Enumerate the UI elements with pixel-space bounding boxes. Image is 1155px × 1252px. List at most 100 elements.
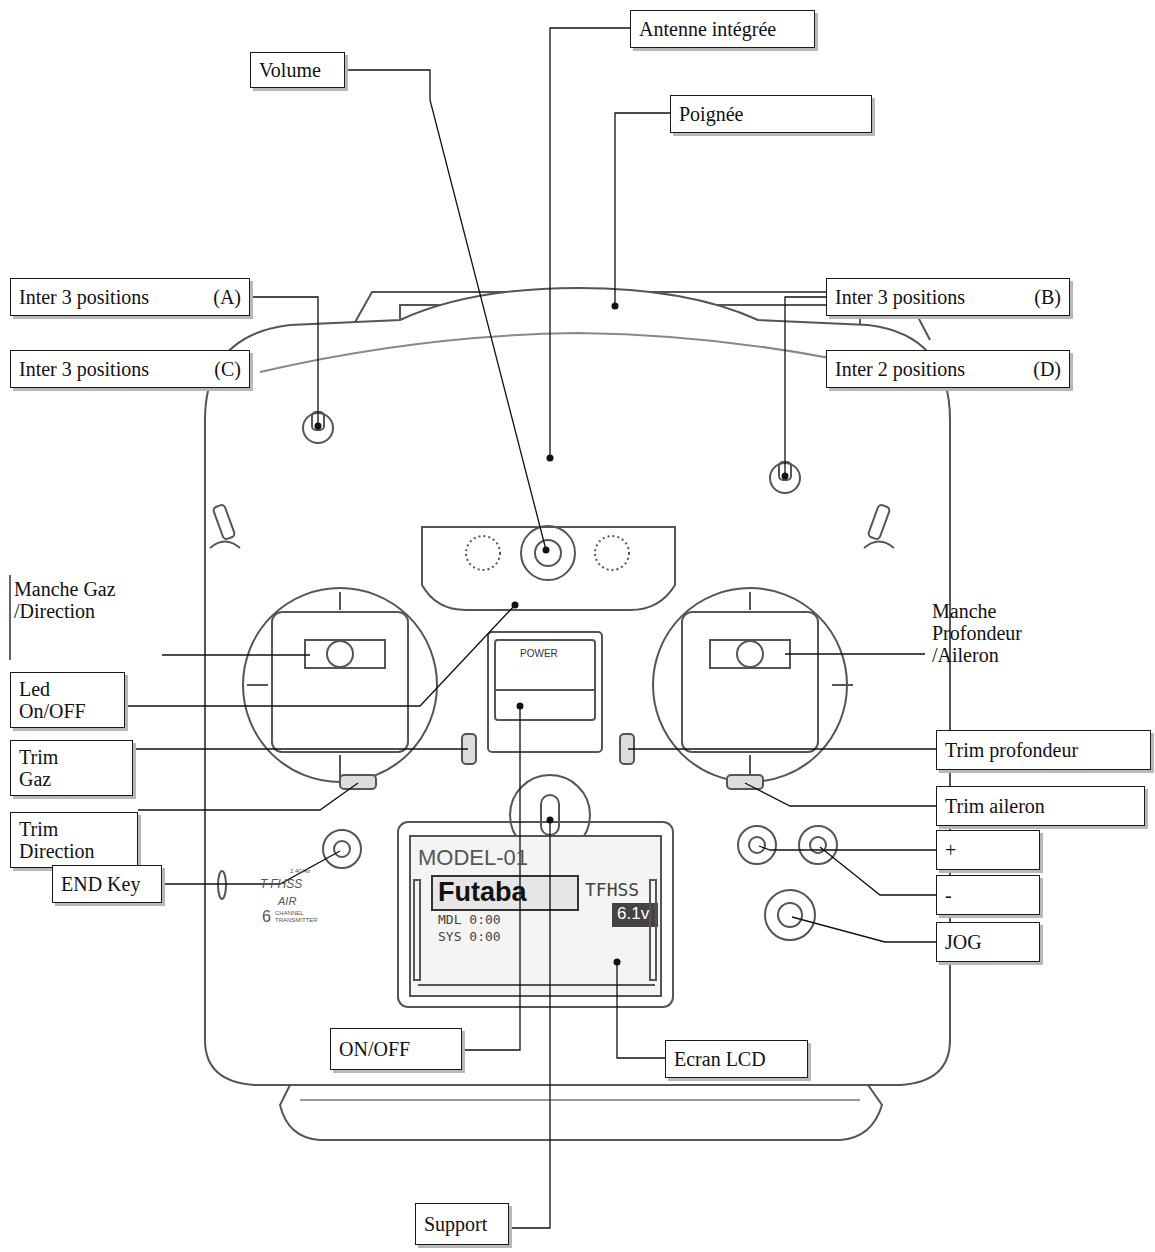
right-stick <box>737 641 763 667</box>
left-gimbal <box>243 588 437 782</box>
callout-text: Ecran LCD <box>674 1048 766 1070</box>
switch-callout: Inter 3 positions (B) <box>826 278 1070 316</box>
lcd-side-bar <box>650 880 656 980</box>
leader-dot <box>512 602 519 609</box>
leader-line <box>792 917 936 942</box>
lcd-side-bar <box>414 880 420 980</box>
callout-text: (D) <box>1033 358 1061 380</box>
switch-callout: Inter 3 positions (C) <box>10 350 250 388</box>
right-gimbal-ticks <box>750 592 853 778</box>
lcd-text: SYS 0:00 <box>438 930 501 945</box>
callout-text: (C) <box>214 358 241 380</box>
lcd-text: TFHSS <box>585 880 639 901</box>
callout-text: Led On/OFF <box>19 678 79 722</box>
leader-line <box>345 70 546 550</box>
button-label: POWER <box>520 648 558 660</box>
leader-dot <box>614 959 621 966</box>
lcd-logo-frame <box>432 876 578 910</box>
speaker-grill <box>466 536 500 570</box>
lcd-logo: Futaba <box>438 877 527 908</box>
lcd-screen <box>410 836 661 996</box>
callout-text: Trim aileron <box>945 795 1045 817</box>
right-stick-slot <box>710 640 790 668</box>
callout-text: Poignée <box>679 103 743 125</box>
leader-dot <box>543 547 550 554</box>
plus-button-center <box>749 837 765 853</box>
bracket-line <box>9 575 10 660</box>
power-callout: ON/OFF <box>330 1028 462 1070</box>
leader-line <box>617 962 665 1058</box>
transmitter-body <box>205 288 950 1085</box>
button-callout: - <box>936 875 1040 915</box>
brand-logo: AIR <box>278 895 296 908</box>
trim-callout: Trim aileron <box>936 786 1145 826</box>
stick-label: Manche Profondeur /Aileron <box>932 600 1044 666</box>
volume-knob <box>521 526 575 580</box>
switch-d-lever <box>868 504 891 540</box>
leader-line <box>615 113 670 306</box>
leader-line <box>745 783 936 806</box>
trim-aileron <box>727 775 763 789</box>
switch-d-base <box>864 542 894 549</box>
leader-dot <box>547 817 554 824</box>
end-button-center <box>334 841 350 857</box>
leader-line <box>785 653 925 654</box>
leader-dot <box>517 703 524 710</box>
switch-callout: Inter 3 positions (A) <box>10 278 250 316</box>
callout-text: Inter 3 positions <box>835 286 965 308</box>
callout-text: - <box>945 884 952 906</box>
leader-line <box>162 654 310 655</box>
leader-line <box>759 846 936 850</box>
stick-label: Manche Gaz /Direction <box>14 578 124 622</box>
lcd-text: MDL 0:00 <box>438 913 501 928</box>
leader-line <box>820 847 936 895</box>
power-switch <box>495 640 595 720</box>
antenna-callout: Antenne intégrée <box>630 10 815 48</box>
leader-dot <box>782 473 789 480</box>
trim-rudder <box>340 775 376 789</box>
transmitter-foot <box>280 1085 882 1140</box>
switch-callout: Inter 2 positions (D) <box>826 350 1070 388</box>
callout-text: Inter 3 positions <box>19 358 149 380</box>
speaker-panel <box>422 527 675 610</box>
callout-text: JOG <box>945 931 982 953</box>
power-switch-line <box>495 689 595 691</box>
leader-line <box>162 851 340 884</box>
callout-text: Trim Gaz <box>19 746 69 790</box>
lcd-callout: Ecran LCD <box>665 1040 808 1078</box>
leader-line <box>785 297 826 476</box>
jog-button <box>765 890 815 940</box>
right-stick-plate <box>682 612 818 752</box>
lcd-trim-bar <box>418 984 655 986</box>
brand-logo: 2.4GHz <box>290 868 310 875</box>
callout-text: Support <box>424 1213 487 1235</box>
button-callout: JOG <box>936 922 1040 962</box>
callout-text: (B) <box>1034 286 1061 308</box>
callout-text: Inter 2 positions <box>835 358 965 380</box>
leader-line <box>138 783 358 810</box>
antenna-area <box>260 333 895 372</box>
foot-line <box>300 1099 860 1101</box>
leader-line <box>550 28 630 458</box>
right-gimbal <box>653 588 847 782</box>
left-stick-slot <box>305 640 385 668</box>
channel-text: CHANNEL TRANSMITTER <box>275 910 335 924</box>
callout-text: Inter 3 positions <box>19 286 149 308</box>
leader-line <box>250 297 318 426</box>
leader-line <box>125 605 515 706</box>
jog-button-center <box>778 903 802 927</box>
callout-text: Trim Direction <box>19 818 109 862</box>
lcd-voltage-ground <box>612 903 658 927</box>
left-stick-plate <box>272 612 408 752</box>
handle-callout: Poignée <box>670 95 872 133</box>
leader-dot <box>612 303 619 310</box>
button-callout: END Key <box>52 865 162 903</box>
brand-logo: T-FHSS <box>260 878 302 892</box>
support-callout: Support <box>415 1203 509 1245</box>
leader-line <box>628 748 936 749</box>
callout-text: (A) <box>213 286 241 308</box>
volume-callout: Volume <box>250 52 345 88</box>
channel-count: 6 <box>262 908 271 926</box>
minus-button <box>799 826 837 864</box>
callout-text: Antenne intégrée <box>639 18 776 40</box>
